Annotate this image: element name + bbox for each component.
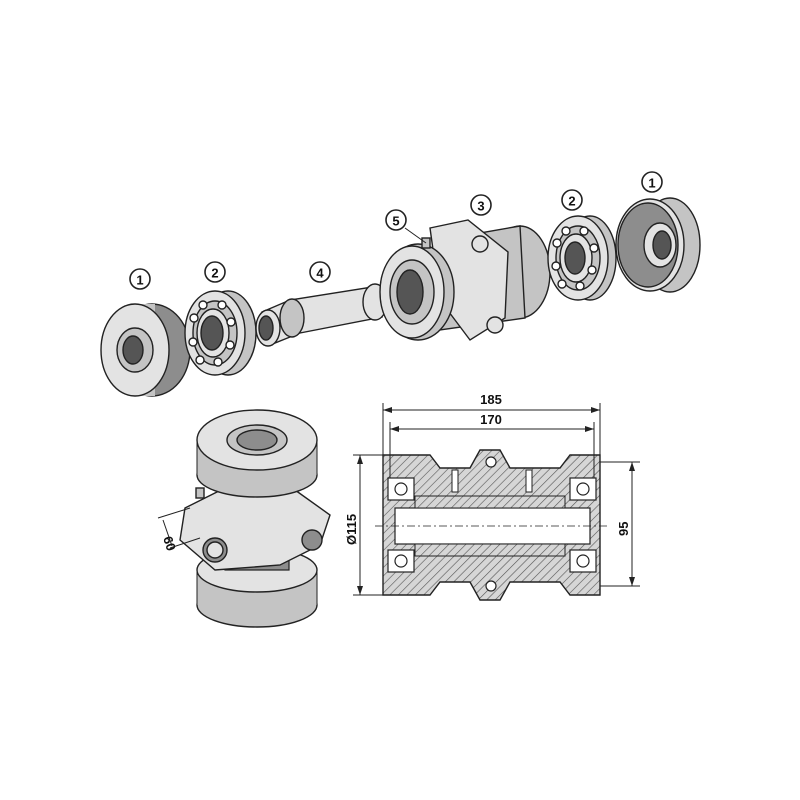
callout-1-left: 1 — [129, 268, 151, 290]
dim-outer-diameter: Ø115 — [344, 514, 359, 545]
part-2-right-bearing — [547, 215, 617, 301]
part-5-grease-nipple — [404, 227, 431, 249]
dim-flange-thickness: 60 — [160, 534, 179, 552]
assembled-view: 60 — [157, 409, 331, 628]
part-3-roller-body — [379, 219, 551, 341]
part-4-axle — [255, 283, 388, 347]
exploded-view: 1 2 4 5 3 2 1 — [100, 171, 701, 397]
part-1-right-cap — [615, 197, 701, 293]
svg-text:3: 3 — [477, 199, 484, 214]
callout-5: 5 — [385, 209, 407, 231]
part-1-left-cap — [100, 303, 191, 397]
dim-inner-width: 170 — [480, 412, 502, 427]
callout-1-right: 1 — [641, 171, 663, 193]
svg-text:2: 2 — [568, 194, 575, 209]
callout-4: 4 — [309, 261, 331, 283]
svg-text:2: 2 — [211, 266, 218, 281]
dim-bolt-spacing: 95 — [616, 522, 631, 536]
cross-section-view: 185 170 Ø115 95 — [344, 392, 640, 601]
callout-2-right: 2 — [561, 189, 583, 211]
svg-text:5: 5 — [392, 214, 399, 229]
svg-text:4: 4 — [316, 266, 324, 281]
callout-2-left: 2 — [204, 261, 226, 283]
svg-text:1: 1 — [648, 176, 655, 191]
callout-3: 3 — [470, 194, 492, 216]
part-2-left-bearing — [184, 290, 257, 376]
dim-overall-width: 185 — [480, 392, 502, 407]
svg-text:1: 1 — [136, 273, 143, 288]
